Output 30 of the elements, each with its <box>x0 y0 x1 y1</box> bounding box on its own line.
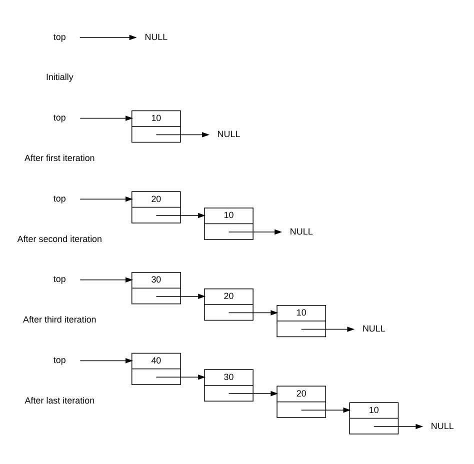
node-text: top <box>53 193 66 204</box>
arrow <box>80 277 134 282</box>
arrow <box>228 391 278 396</box>
label: After third iteration <box>23 314 96 325</box>
node-text: top <box>53 274 66 284</box>
label: After last iteration <box>24 395 95 406</box>
label: After second iteration <box>17 234 102 244</box>
arrow <box>374 424 424 430</box>
node-text: top <box>53 32 66 42</box>
label: Initially <box>46 72 74 82</box>
arrow <box>80 34 137 40</box>
arrow <box>300 407 351 413</box>
node-text: NULL <box>217 129 240 140</box>
label: After first iteration <box>24 152 95 163</box>
arrow <box>156 294 206 299</box>
arrow <box>80 116 134 121</box>
arrow <box>228 310 278 316</box>
arrow <box>156 132 210 138</box>
node-text: top <box>53 112 66 123</box>
arrow <box>80 196 134 202</box>
node-text: NULL <box>430 420 454 431</box>
arrow <box>156 374 206 380</box>
arrow <box>300 326 355 332</box>
arrow <box>156 212 206 218</box>
node-text: top <box>53 355 66 366</box>
arrow <box>80 358 134 364</box>
node-text: NULL <box>362 324 386 334</box>
node-text: NULL <box>290 226 313 236</box>
arrow <box>228 229 282 235</box>
node-text: NULL <box>144 32 168 42</box>
